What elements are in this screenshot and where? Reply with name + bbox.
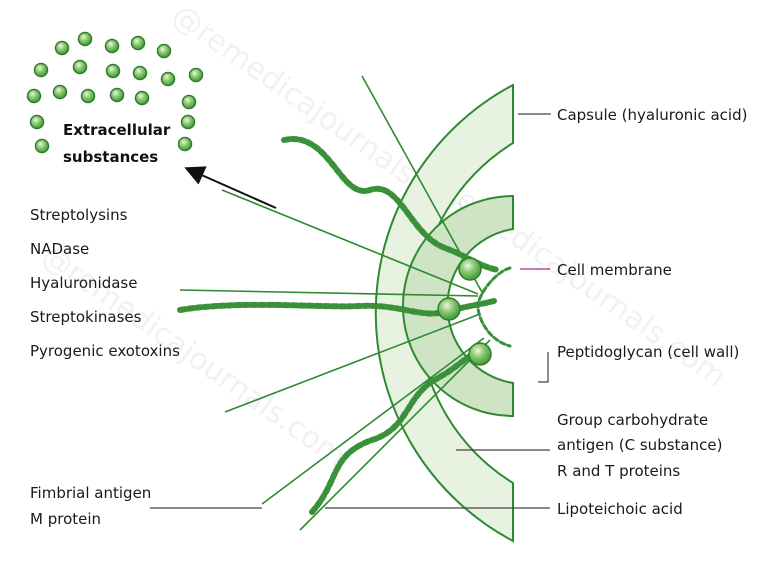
label-nadase: NADase xyxy=(30,240,89,258)
substance-dot xyxy=(107,65,120,78)
label-c-substance: antigen (C substance) xyxy=(557,436,722,454)
substance-dot xyxy=(31,116,44,129)
substance-dot xyxy=(56,42,69,55)
substance-dot xyxy=(190,69,203,82)
substance-dot xyxy=(179,138,192,151)
label-m-protein: M protein xyxy=(30,510,101,528)
substance-dot xyxy=(162,73,175,86)
label-capsule: Capsule (hyaluronic acid) xyxy=(557,106,747,124)
substance-dot xyxy=(54,86,67,99)
substance-dot xyxy=(35,64,48,77)
substance-dot xyxy=(132,37,145,50)
substance-dot xyxy=(82,90,95,103)
label-streptolysins: Streptolysins xyxy=(30,206,128,224)
label-r-t-proteins: R and T proteins xyxy=(557,462,680,480)
label-lipoteichoic-acid: Lipoteichoic acid xyxy=(557,500,683,518)
substance-dot xyxy=(136,92,149,105)
substance-dot xyxy=(79,33,92,46)
extracellular-label-line1: Extracellular xyxy=(63,121,171,139)
label-group-carbohydrate: Group carbohydrate xyxy=(557,411,708,429)
extracellular-label-line2: substances xyxy=(63,148,158,166)
label-peptidoglycan: Peptidoglycan (cell wall) xyxy=(557,343,739,361)
label-hyaluronidase: Hyaluronidase xyxy=(30,274,137,292)
substance-dot xyxy=(134,67,147,80)
label-cell-membrane: Cell membrane xyxy=(557,261,672,279)
label-fimbrial-antigen: Fimbrial antigen xyxy=(30,484,151,502)
label-pyrogenic-exotoxins: Pyrogenic exotoxins xyxy=(30,342,180,360)
substance-dot xyxy=(111,89,124,102)
substance-dot xyxy=(106,40,119,53)
membrane-sphere xyxy=(469,343,491,365)
substance-dot xyxy=(36,140,49,153)
substance-dot xyxy=(158,45,171,58)
membrane-sphere xyxy=(459,258,481,280)
membrane-sphere xyxy=(438,298,460,320)
cell-membrane-arc xyxy=(478,268,510,346)
substance-dot xyxy=(74,61,87,74)
substance-dot xyxy=(28,90,41,103)
substance-dot xyxy=(183,96,196,109)
substance-dot xyxy=(182,116,195,129)
label-streptokinases: Streptokinases xyxy=(30,308,142,326)
extracellular-arrow xyxy=(188,169,276,208)
peptidoglycan-leader xyxy=(538,352,548,382)
